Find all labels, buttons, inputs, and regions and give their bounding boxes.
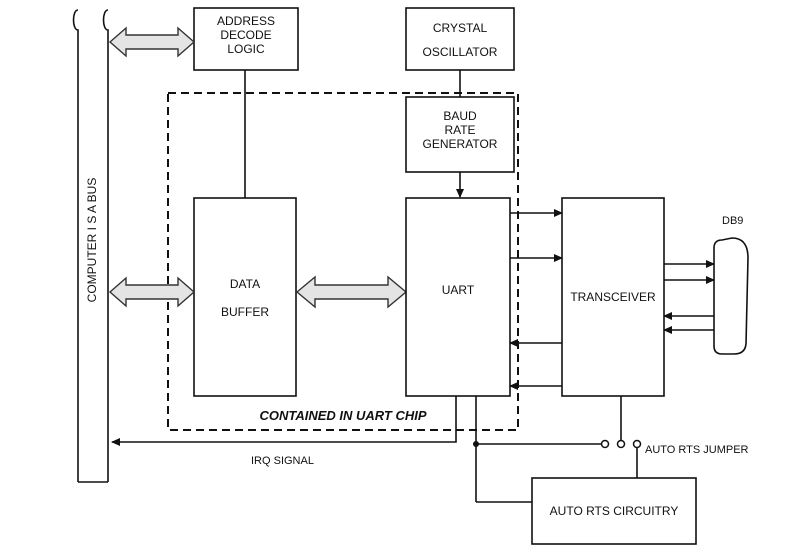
uart-chip-boundary: [167, 92, 519, 431]
auto-rts-jumper-label: AUTO RTS JUMPER: [645, 444, 749, 456]
transceiver-db9-signals: [663, 260, 715, 334]
transceiver-block: TRANSCEIVER: [561, 197, 665, 397]
auto-rts-jumper: AUTO RTS JUMPER: [600, 396, 749, 478]
bus-buffer-arrow: [108, 276, 196, 308]
uart-block: UART: [405, 197, 511, 397]
baud-line-2: RATE: [444, 123, 475, 137]
auto-rts-circuitry-block: AUTO RTS CIRCUITRY: [531, 477, 697, 545]
address-decode-line-1: ADDRESS: [217, 14, 275, 28]
data-buffer-block: DATA BUFFER: [193, 197, 297, 397]
irq-signal: IRQ SIGNAL: [111, 396, 457, 467]
address-decode-line-3: LOGIC: [227, 42, 265, 56]
transceiver-label: TRANSCEIVER: [570, 290, 656, 304]
address-decode-logic-block: ADDRESS DECODE LOGIC: [193, 7, 299, 71]
irq-label: IRQ SIGNAL: [251, 455, 314, 467]
baud-rate-generator-block: BAUD RATE GENERATOR: [405, 96, 515, 173]
db9-connector: DB9: [713, 215, 749, 355]
uart-transceiver-signals: [509, 209, 563, 390]
crystal-oscillator-block: CRYSTAL OSCILLATOR: [405, 7, 515, 71]
isa-bus: COMPUTER I S A BUS: [72, 9, 109, 483]
buffer-uart-arrow: [295, 275, 408, 309]
contained-in-uart-label: CONTAINED IN UART CHIP: [259, 408, 426, 423]
address-decode-line-2: DECODE: [220, 28, 271, 42]
db9-label: DB9: [722, 215, 743, 227]
crystal-line-2: OSCILLATOR: [423, 45, 498, 59]
baud-line-3: GENERATOR: [423, 137, 498, 151]
data-buffer-line-1: DATA: [230, 277, 260, 291]
baud-line-1: BAUD: [443, 109, 477, 123]
crystal-line-1: CRYSTAL: [433, 21, 488, 35]
bus-address-arrow: [108, 26, 196, 58]
uart-label: UART: [442, 283, 475, 297]
auto-rts-wiring: [473, 396, 601, 503]
auto-rts-circuitry-label: AUTO RTS CIRCUITRY: [550, 504, 679, 518]
bus-label: COMPUTER I S A BUS: [85, 178, 99, 303]
data-buffer-line-2: BUFFER: [221, 305, 269, 319]
